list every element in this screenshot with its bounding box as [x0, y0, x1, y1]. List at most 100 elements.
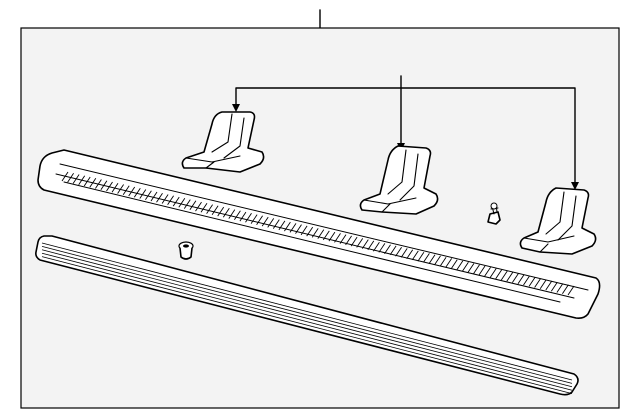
- rib-line: [139, 189, 147, 199]
- groove-line: [41, 249, 573, 388]
- rib-line: [150, 191, 158, 202]
- rib-line: [222, 208, 230, 218]
- rib-line: [261, 216, 269, 227]
- mounting-bracket-middle: [359, 145, 439, 215]
- rib-line: [484, 266, 491, 277]
- step-pad-icon: [35, 235, 579, 396]
- rib-line: [345, 235, 352, 246]
- rib-line: [395, 246, 402, 257]
- rib-line: [367, 240, 375, 251]
- rib-line: [322, 230, 330, 241]
- rib-line: [411, 250, 419, 261]
- running-board-icon: [37, 149, 601, 319]
- rib-line: [206, 204, 213, 214]
- rib-line: [83, 176, 91, 187]
- rib-line: [339, 234, 347, 244]
- rib-line: [156, 193, 163, 203]
- rib-line: [61, 171, 69, 182]
- step-pad-grooves: [41, 242, 573, 394]
- rib-line: [95, 179, 102, 189]
- rib-line: [356, 238, 364, 248]
- rib-line: [122, 185, 130, 196]
- rib-line: [111, 183, 119, 193]
- rib-line: [417, 251, 425, 262]
- groove-line: [41, 242, 573, 381]
- rib-line: [167, 195, 174, 206]
- mounting-bracket-icon: [181, 111, 597, 255]
- rib-line: [545, 280, 553, 291]
- rib-line: [350, 236, 358, 247]
- rib-line: [100, 180, 108, 191]
- rib-line: [217, 206, 225, 217]
- rib-line: [406, 249, 414, 259]
- rib-line: [239, 211, 247, 222]
- rib-line: [106, 181, 113, 192]
- rib-line: [534, 278, 541, 288]
- groove-line: [41, 256, 573, 394]
- running-board-ribs: [61, 171, 575, 296]
- rib-line: [489, 268, 497, 278]
- rib-line: [311, 228, 319, 238]
- rib-line: [200, 203, 208, 213]
- rib-line: [523, 275, 530, 286]
- rib-line: [389, 245, 397, 256]
- rib-line: [456, 260, 464, 271]
- rib-line: [67, 173, 74, 183]
- rib-line: [361, 239, 369, 249]
- rib-line: [567, 285, 575, 296]
- rib-line: [478, 265, 486, 276]
- rib-line: [267, 218, 275, 228]
- rib-line: [278, 220, 286, 231]
- grommet-icon: [178, 241, 194, 260]
- bolt-icon: [487, 202, 501, 225]
- rib-line: [500, 270, 508, 281]
- rib-line: [228, 209, 236, 219]
- rib-line: [234, 210, 241, 221]
- rib-line: [317, 229, 325, 239]
- rib-line: [289, 223, 297, 233]
- rib-line: [517, 274, 525, 284]
- rib-line: [539, 279, 547, 289]
- rib-line: [445, 258, 453, 268]
- rib-line: [556, 283, 564, 293]
- rib-line: [334, 233, 341, 243]
- rib-line: [495, 269, 503, 279]
- rib-line: [473, 264, 480, 274]
- rib-line: [133, 188, 141, 198]
- rib-line: [328, 231, 336, 242]
- groove-line: [41, 246, 573, 384]
- rib-line: [450, 259, 458, 269]
- rib-line: [161, 194, 169, 204]
- rib-line: [284, 221, 291, 232]
- rib-line: [306, 226, 314, 237]
- rib-line: [528, 276, 536, 287]
- rib-line: [250, 214, 258, 224]
- rib-line: [183, 199, 191, 209]
- rib-line: [195, 201, 202, 212]
- rib-line: [145, 190, 152, 201]
- rib-line: [189, 200, 197, 211]
- rib-line: [467, 263, 475, 273]
- rib-line: [423, 253, 430, 263]
- rib-line: [72, 174, 80, 184]
- rib-line: [400, 248, 408, 258]
- rib-line: [295, 224, 302, 234]
- rib-line: [512, 273, 519, 283]
- rib-line: [384, 244, 391, 254]
- rib-line: [117, 184, 124, 194]
- rib-line: [78, 175, 86, 186]
- rib-line: [300, 225, 308, 236]
- rib-line: [272, 219, 280, 229]
- rib-line: [373, 241, 380, 252]
- rib-line: [562, 284, 569, 294]
- rib-line: [550, 281, 558, 292]
- mounting-bracket-right: [519, 187, 597, 255]
- groove-line: [41, 252, 573, 391]
- rib-line: [378, 243, 386, 253]
- rib-line: [439, 256, 447, 267]
- rib-line: [428, 254, 436, 264]
- mounting-bracket-left: [181, 111, 265, 173]
- rib-line: [245, 213, 252, 223]
- rib-line: [434, 255, 441, 266]
